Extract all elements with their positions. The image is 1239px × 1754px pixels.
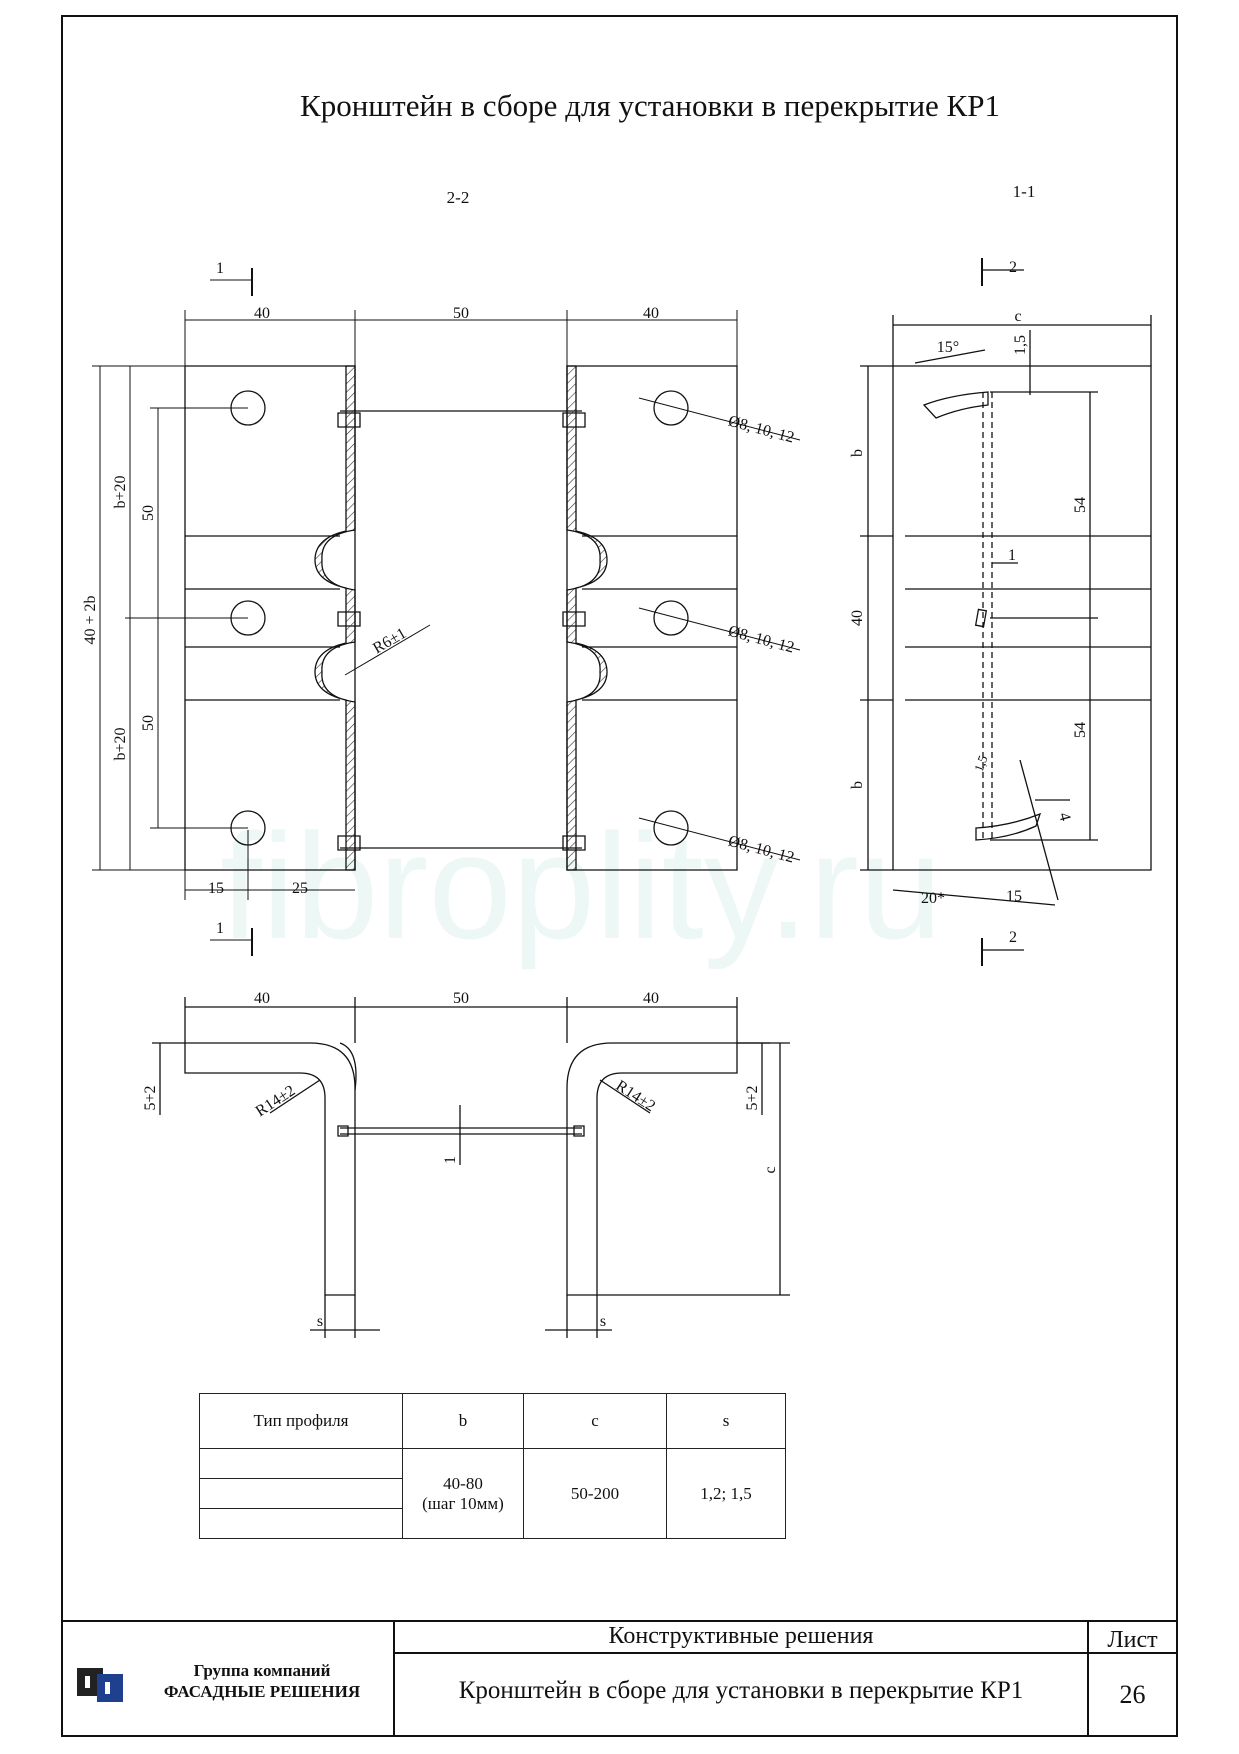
- hole-right-middle: [654, 601, 688, 635]
- company-name: Группа компаний ФАСАДНЫЕ РЕШЕНИЯ: [147, 1660, 377, 1702]
- section-mark-2-bottom: 2: [1009, 929, 1017, 946]
- bottom-radius-right: R14±2: [613, 1077, 659, 1115]
- side-dim-54-lower: 54: [1072, 722, 1089, 738]
- company-line2: ФАСАДНЫЕ РЕШЕНИЯ: [163, 1682, 361, 1701]
- left-bent-profile: [185, 1043, 355, 1295]
- bottom-dim-c: c: [762, 1166, 779, 1173]
- side-dim-1-5-top: 1,5: [1012, 335, 1029, 355]
- side-dim-40: 40: [849, 610, 866, 626]
- hole-right-top: [654, 391, 688, 425]
- bottom-dim-5-2-left: 5+2: [142, 1085, 159, 1110]
- profile-type-cell: [199, 1448, 403, 1479]
- header-c: c: [523, 1393, 667, 1449]
- dim-top-right: 40: [643, 305, 659, 322]
- profile-type-cell: [199, 1478, 403, 1509]
- company-logo-icon: [77, 1668, 123, 1702]
- side-bottom-tab: [976, 814, 1040, 840]
- side-dim-54-upper: 54: [1072, 497, 1089, 513]
- dim-bottom-15: 15: [208, 880, 224, 897]
- table-row: 40-80 (шаг 10мм) 50-200 1,2; 1,5: [199, 1448, 786, 1539]
- side-plate: [893, 366, 1151, 870]
- side-dim-1: 1: [1008, 547, 1016, 564]
- view-label-2-2: 2-2: [447, 188, 470, 207]
- profile-type-cell: [199, 1508, 403, 1539]
- dim-top-middle: 50: [453, 305, 469, 322]
- right-bent-profile: [567, 1043, 737, 1295]
- section-name: Конструктивные решения: [608, 1623, 874, 1649]
- section-mark-2-top: 2: [1009, 259, 1017, 276]
- dim-lower-b20: b+20: [112, 727, 129, 760]
- section-mark-1-bottom: 1: [216, 920, 224, 937]
- section-mark-1-top: 1: [216, 260, 224, 277]
- sheet-number: 26: [1119, 1680, 1146, 1709]
- c-value-cell: 50-200: [523, 1448, 667, 1539]
- side-angle-15: 15°: [937, 339, 959, 356]
- watermark: fibroplity.ru: [220, 802, 943, 970]
- profile-parameters-table: Тип профиля b c s 40-80 (шаг 10мм) 50-20…: [199, 1393, 786, 1539]
- side-dim-15: 15: [1006, 888, 1022, 905]
- side-dim-c: c: [1014, 308, 1021, 325]
- page-title: Кронштейн в сборе для установки в перекр…: [300, 88, 1000, 123]
- company-line1: Группа компаний: [193, 1661, 331, 1680]
- bottom-dim-5-2-right: 5+2: [744, 1085, 761, 1110]
- sheet-border: [62, 16, 1177, 1736]
- s-value-cell: 1,2; 1,5: [666, 1448, 786, 1539]
- dim-upper-b20: b+20: [112, 475, 129, 508]
- bottom-dim-s-left: s: [317, 1313, 323, 1330]
- side-dim-b-upper: b: [849, 449, 866, 457]
- side-dim-b-lower: b: [849, 781, 866, 789]
- table-header-row: Тип профиля b c s: [199, 1393, 786, 1449]
- side-top-tab: [924, 392, 988, 418]
- sheet-label: Лист: [1107, 1627, 1158, 1653]
- drawing-title: Кронштейн в сборе для установки в перекр…: [458, 1677, 1024, 1704]
- side-dim-1-5-bottom: 1,5: [971, 753, 991, 773]
- dim-top-left: 40: [254, 305, 270, 322]
- bottom-radius-left: R14±2: [253, 1082, 299, 1120]
- bottom-dim-1: 1: [442, 1156, 459, 1164]
- bottom-dim-s-right: s: [600, 1313, 606, 1330]
- b-value-cell: 40-80 (шаг 10мм): [402, 1448, 524, 1539]
- view-label-1-1: 1-1: [1013, 182, 1036, 201]
- header-profile-type: Тип профиля: [199, 1393, 403, 1449]
- b-range: 40-80: [443, 1473, 483, 1493]
- header-b: b: [402, 1393, 524, 1449]
- right-profile-section: [567, 366, 607, 870]
- header-s: s: [666, 1393, 786, 1449]
- dim-upper-50: 50: [140, 505, 157, 521]
- bottom-dim-left: 40: [254, 990, 270, 1007]
- b-step: (шаг 10мм): [422, 1493, 504, 1513]
- dim-lower-50: 50: [140, 715, 157, 731]
- dim-total-height: 40 + 2b: [82, 595, 99, 644]
- bottom-dim-middle: 50: [453, 990, 469, 1007]
- table-row: [199, 1508, 786, 1539]
- bottom-dim-right: 40: [643, 990, 659, 1007]
- hole-right-bottom: [654, 811, 688, 845]
- side-dim-20: 20*: [921, 890, 945, 907]
- left-profile-section: [315, 366, 355, 870]
- dim-bottom-25: 25: [292, 880, 308, 897]
